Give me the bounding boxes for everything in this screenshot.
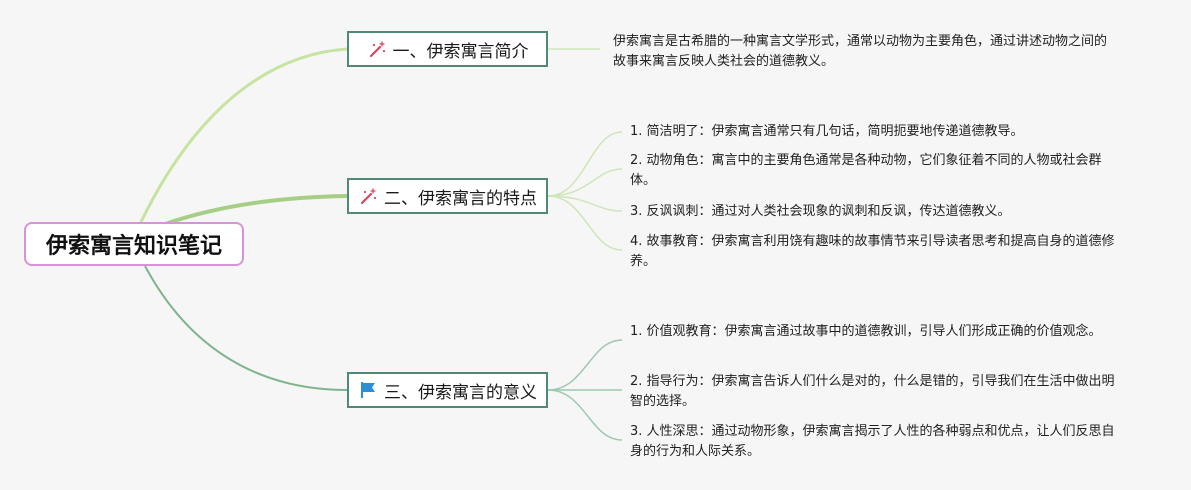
branch-topic-features[interactable]: 二、伊索寓言的特点 — [347, 178, 548, 214]
branch-topic-features-label: 二、伊索寓言的特点 — [384, 188, 537, 209]
branch-topic-significance[interactable]: 三、伊索寓言的意义 — [347, 372, 548, 408]
branch-topic-intro-label: 一、伊索寓言简介 — [392, 41, 529, 62]
sparkle-wand-icon — [358, 186, 378, 206]
connector-branch-3-item-1 — [547, 339, 623, 391]
blue-flag-icon — [358, 380, 378, 400]
branch-topic-significance-label: 三、伊索寓言的意义 — [384, 382, 537, 403]
features-item-3[interactable]: 3. 反讽讽刺：通过对人类社会现象的讽刺和反讽，传达道德教义。 — [630, 204, 1011, 219]
connector-root-branch-1 — [138, 47, 348, 225]
connector-branch-2-item-2 — [547, 168, 623, 197]
connector-branch-2-item-1 — [547, 131, 623, 197]
connector-branch-2-item-4 — [547, 195, 623, 251]
root-topic-label: 伊索寓言知识笔记 — [45, 234, 222, 259]
connector-branch-2-item-3 — [547, 195, 623, 212]
connector-branch-3-item-3 — [547, 389, 623, 441]
significance-item-1[interactable]: 1. 价值观教育：伊索寓言通过故事中的道德教训，引导人们形成正确的价值观念。 — [630, 324, 1102, 339]
branch-topic-intro[interactable]: 一、伊索寓言简介 — [347, 31, 548, 67]
root-topic[interactable]: 伊索寓言知识笔记 — [24, 222, 244, 266]
significance-item-2[interactable]: 2. 指导行为：伊索寓言告诉人们什么是对的，什么是错的，引导我们在生活中做出明智… — [630, 374, 1115, 409]
connector-root-branch-3 — [144, 265, 348, 391]
connector-root-branch-2 — [164, 194, 348, 226]
features-item-1[interactable]: 1. 简洁明了：伊索寓言通常只有几句话，简明扼要地传递道德教导。 — [630, 124, 1024, 139]
features-item-2[interactable]: 2. 动物角色：寓言中的主要角色通常是各种动物，它们象征着不同的人物或社会群体。 — [630, 153, 1102, 188]
intro-description: 伊索寓言是古希腊的一种寓言文学形式，通常以动物为主要角色，通过讲述动物之间的故事… — [613, 34, 1108, 69]
sparkle-wand-icon — [367, 39, 387, 59]
features-item-4[interactable]: 4. 故事教育：伊索寓言利用饶有趣味的故事情节来引导读者思考和提高自身的道德修养… — [630, 234, 1115, 269]
significance-item-3[interactable]: 3. 人性深思：通过动物形象，伊索寓言揭示了人性的各种弱点和优点，让人们反思自身… — [630, 424, 1115, 459]
